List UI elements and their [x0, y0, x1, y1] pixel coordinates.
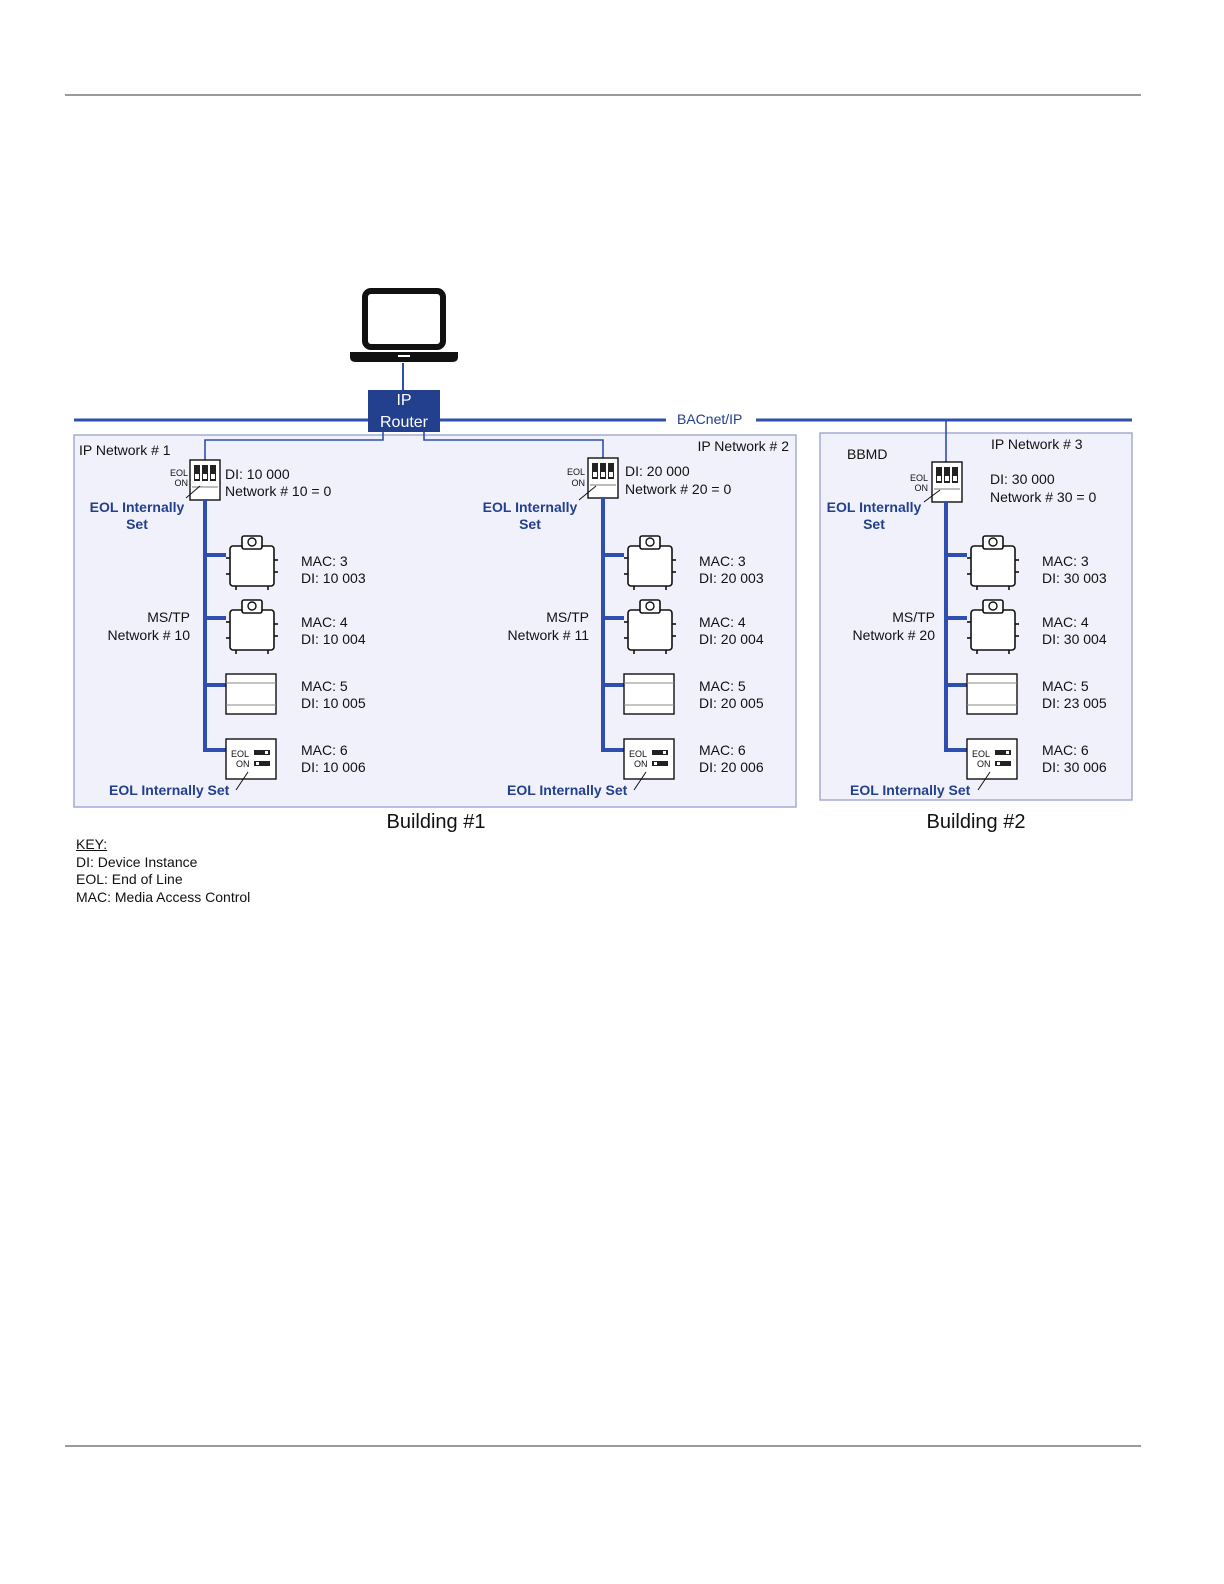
controller-eol-label: EOL — [910, 473, 928, 483]
controller-on-label: ON — [572, 478, 586, 488]
router-label-line2: Router — [380, 414, 429, 431]
device-eol-label: EOL — [231, 749, 249, 759]
device-mac: MAC: 4 — [301, 614, 348, 630]
device-mac: MAC: 3 — [1042, 553, 1089, 569]
controller-eol-label: EOL — [170, 468, 188, 478]
device-mac: MAC: 6 — [1042, 742, 1089, 758]
controller-icon — [587, 457, 619, 499]
device-eol-icon — [623, 738, 675, 780]
device-on-label: ON — [634, 759, 648, 769]
device-on-label: ON — [977, 759, 991, 769]
router-label-line1: IP — [396, 392, 411, 409]
ip-network-label: IP Network # 2 — [697, 438, 789, 454]
device-di: DI: 30 006 — [1042, 759, 1107, 775]
controller-di: DI: 10 000 — [225, 466, 290, 482]
device-mac: MAC: 3 — [699, 553, 746, 569]
device-di: DI: 20 006 — [699, 759, 764, 775]
eol-note-line2: Set — [863, 516, 885, 532]
device-mac: MAC: 6 — [301, 742, 348, 758]
key-item: DI: Device Instance — [76, 853, 198, 870]
key-item: EOL: End of Line — [76, 871, 183, 887]
controller-eol-label: EOL — [567, 467, 585, 477]
key-title: KEY: — [76, 836, 108, 852]
legend-key: KEY: DI: Device Instance EOL: End of Lin… — [76, 836, 250, 906]
device-eol-icon — [966, 738, 1018, 780]
device-on-label: ON — [236, 759, 250, 769]
footer-rule — [65, 1445, 1141, 1447]
header-rule — [65, 94, 1141, 96]
mstp-label-line2: Network # 10 — [108, 627, 191, 643]
device-mac: MAC: 4 — [699, 614, 746, 630]
building-2-label: Building #2 — [927, 811, 1026, 833]
device-di: DI: 10 004 — [301, 631, 366, 647]
device-di: DI: 20 004 — [699, 631, 764, 647]
device-mac: MAC: 3 — [301, 553, 348, 569]
device-di: DI: 10 005 — [301, 695, 366, 711]
eol-note-line1: EOL Internally — [90, 499, 185, 515]
controller-di: DI: 20 000 — [625, 463, 690, 479]
ip-router: IP Router — [368, 390, 440, 432]
controller-icon — [189, 459, 221, 501]
end-eol-note: EOL Internally Set — [850, 782, 971, 798]
mstp-bus — [601, 498, 624, 752]
mstp-label-line2: Network # 20 — [853, 627, 936, 643]
eol-note-line2: Set — [126, 516, 148, 532]
device-mac: MAC: 6 — [699, 742, 746, 758]
device-di: DI: 30 004 — [1042, 631, 1107, 647]
device-di: DI: 10 003 — [301, 570, 366, 586]
device-icon — [225, 673, 277, 715]
eol-note-line2: Set — [519, 516, 541, 532]
building-1-label: Building #1 — [387, 811, 486, 833]
device-eol-icon — [225, 738, 277, 780]
device-di: DI: 20 005 — [699, 695, 764, 711]
mstp-label-line1: MS/TP — [892, 609, 935, 625]
key-item: MAC: Media Access Control — [76, 888, 251, 905]
ip-network-label: IP Network # 1 — [79, 442, 171, 458]
device-eol-label: EOL — [972, 749, 990, 759]
controller-network: Network # 10 = 0 — [225, 483, 331, 499]
eol-note-line1: EOL Internally — [483, 499, 578, 515]
controller-on-label: ON — [915, 483, 929, 493]
mstp-label-line1: MS/TP — [147, 609, 190, 625]
device-mac: MAC: 5 — [1042, 678, 1089, 694]
ip-network-label: IP Network # 3 — [991, 436, 1083, 452]
controller-di: DI: 30 000 — [990, 471, 1055, 487]
device-di: DI: 30 003 — [1042, 570, 1107, 586]
mstp-label-line2: Network # 11 — [508, 627, 590, 643]
backbone-label: BACnet/IP — [677, 411, 742, 427]
end-eol-note: EOL Internally Set — [109, 782, 230, 798]
laptop-icon — [350, 288, 458, 362]
device-di: DI: 23 005 — [1042, 695, 1107, 711]
device-icon — [966, 673, 1018, 715]
mstp-label-line1: MS/TP — [546, 609, 589, 625]
device-mac: MAC: 5 — [301, 678, 348, 694]
mstp-bus — [944, 502, 967, 752]
device-di: DI: 20 003 — [699, 570, 764, 586]
device-mac: MAC: 4 — [1042, 614, 1089, 630]
device-mac: MAC: 5 — [699, 678, 746, 694]
end-eol-note: EOL Internally Set — [507, 782, 628, 798]
device-eol-label: EOL — [629, 749, 647, 759]
mstp-bus — [203, 500, 226, 752]
controller-icon — [931, 461, 963, 503]
controller-on-label: ON — [175, 478, 189, 488]
device-icon — [623, 673, 675, 715]
controller-network: Network # 30 = 0 — [990, 489, 1096, 505]
eol-note-line1: EOL Internally — [827, 499, 922, 515]
controller-network: Network # 20 = 0 — [625, 481, 731, 497]
device-di: DI: 10 006 — [301, 759, 366, 775]
bbmd-label: BBMD — [847, 446, 887, 462]
